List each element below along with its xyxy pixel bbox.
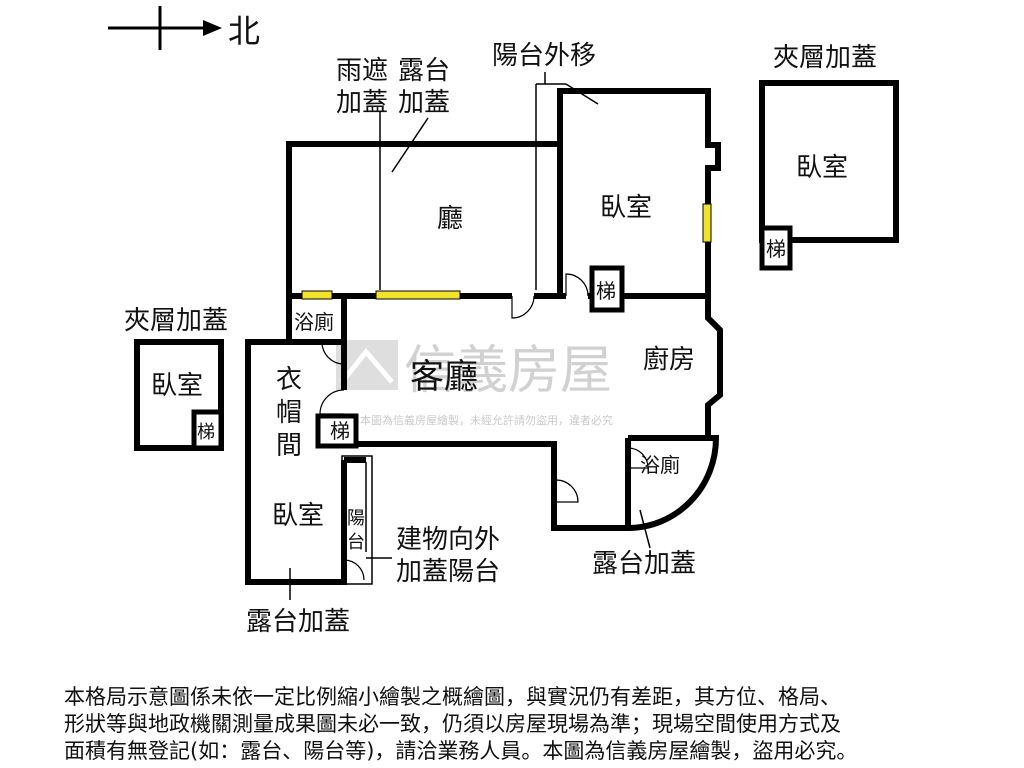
disclaimer-line-3: 面積有無登記(如：露台、陽台等)，請洽業務人員。本圖為信義房屋繪製，盜用必究。 bbox=[64, 739, 858, 763]
small-balcony bbox=[341, 455, 373, 585]
label-terrace-top: 露台 bbox=[398, 56, 450, 86]
label-ext-2: 加蓋陽台 bbox=[396, 557, 500, 587]
mezzanine-right-room bbox=[759, 80, 899, 243]
windows bbox=[301, 203, 712, 300]
stair-mezzanine-right bbox=[759, 225, 793, 271]
label-cloak-3: 間 bbox=[276, 431, 302, 461]
stair-mezzanine-left bbox=[191, 409, 224, 451]
window-hall bbox=[375, 290, 461, 300]
label-add-2: 加蓋 bbox=[398, 88, 450, 118]
label-bedroom-main: 臥室 bbox=[600, 193, 652, 223]
floor-plan: 北 信義房屋 本圖為信義房屋繪製，未經允許請勿盜用，違者必究 bbox=[108, 6, 899, 637]
label-mezzanine-left: 夾層加蓋 bbox=[124, 306, 228, 336]
label-stair-2: 梯 bbox=[766, 237, 786, 261]
label-terrace-add-bottom: 露台加蓋 bbox=[246, 607, 350, 637]
watermark-brand: 信義房屋 bbox=[404, 341, 612, 401]
label-stair-1: 梯 bbox=[596, 279, 616, 303]
window-bath-top bbox=[301, 290, 333, 300]
label-cloak-2: 帽 bbox=[276, 398, 302, 428]
compass-north-label: 北 bbox=[228, 12, 260, 50]
label-kitchen: 廚房 bbox=[643, 345, 695, 375]
disclaimer-line-2: 形狀等與地政機關測量成果圖未必一致，仍須以房屋現場為準；現場空間使用方式及 bbox=[64, 712, 841, 736]
label-terrace-add-right: 露台加蓋 bbox=[592, 549, 696, 579]
window-bedroom bbox=[702, 203, 712, 243]
disclaimer: 本格局示意圖係未依一定比例縮小繪製之概繪圖，與實況仍有差距，其方位、格局、 形狀… bbox=[64, 684, 964, 765]
label-bedroom-left: 臥室 bbox=[272, 501, 324, 531]
label-bedroom-mez-left: 臥室 bbox=[151, 371, 203, 401]
label-balcony-moved: 陽台外移 bbox=[492, 41, 596, 71]
disclaimer-line-1: 本格局示意圖係未依一定比例縮小繪製之概繪圖，與實況仍有差距，其方位、格局、 bbox=[64, 685, 841, 709]
label-add-1: 加蓋 bbox=[336, 88, 388, 118]
label-ext-1: 建物向外 bbox=[396, 525, 500, 555]
doors bbox=[319, 273, 649, 581]
leader-lines bbox=[289, 72, 651, 600]
label-living-room: 客廳 bbox=[410, 357, 478, 397]
compass: 北 bbox=[108, 6, 260, 50]
room-labels: 雨遮 露台 加蓋 加蓋 陽台外移 夾層加蓋 夾層加蓋 廳 臥室 臥室 臥室 臥室… bbox=[124, 41, 877, 637]
label-balcony-small-1: 陽 bbox=[347, 508, 365, 529]
label-rain-cover: 雨遮 bbox=[336, 56, 388, 86]
label-mezzanine-right: 夾層加蓋 bbox=[773, 43, 877, 73]
label-bath-top: 浴廁 bbox=[294, 310, 334, 334]
stair-main-lower bbox=[315, 413, 359, 449]
label-bedroom-mez-right: 臥室 bbox=[796, 153, 848, 183]
label-hall: 廳 bbox=[437, 204, 463, 234]
stair-main-upper bbox=[589, 265, 625, 313]
label-cloak-1: 衣 bbox=[276, 365, 302, 395]
label-stair-3: 梯 bbox=[197, 422, 215, 443]
watermark-notice: 本圖為信義房屋繪製，未經允許請勿盜用，違者必究 bbox=[360, 413, 613, 427]
mezzanine-left-room bbox=[134, 339, 224, 451]
label-balcony-small-2: 台 bbox=[347, 532, 365, 553]
label-bath-right: 浴廁 bbox=[640, 453, 680, 477]
label-stair-4: 梯 bbox=[330, 419, 350, 443]
